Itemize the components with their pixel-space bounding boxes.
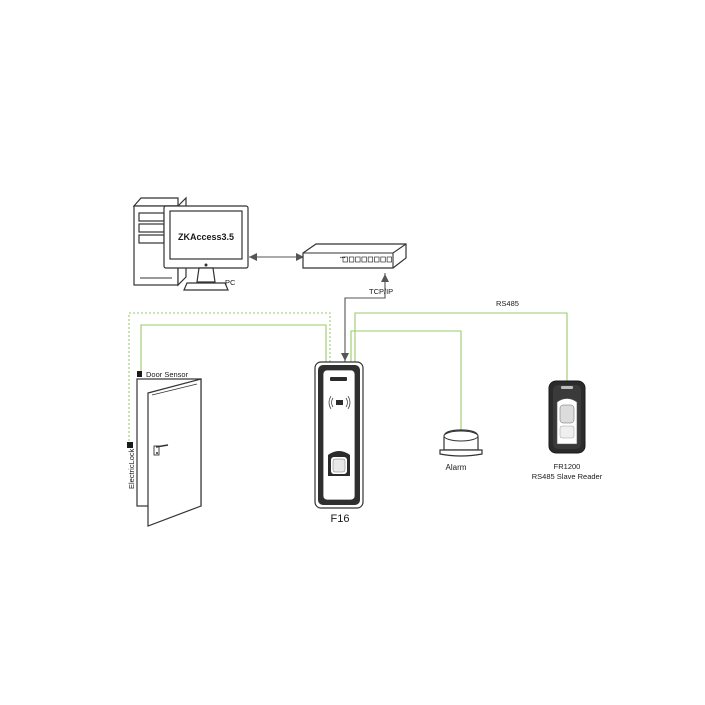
tcp-ip-arrow-down bbox=[341, 353, 349, 361]
switch-port bbox=[367, 256, 374, 263]
switch-brand-mark: ▪▪▪ bbox=[340, 255, 346, 261]
pc-arrow bbox=[249, 253, 257, 261]
f16-label: F16 bbox=[331, 513, 350, 525]
electric-lock bbox=[127, 442, 133, 448]
alarm-label: Alarm bbox=[446, 463, 467, 472]
network-switch: ▪▪▪ bbox=[302, 243, 407, 269]
rfid-icon bbox=[328, 395, 351, 410]
fr1200-reader: FR1200 RS485 Slave Reader bbox=[532, 380, 603, 481]
fr1200-led bbox=[561, 386, 573, 389]
fr1200-role-label: RS485 Slave Reader bbox=[532, 472, 603, 481]
pc-label: PC bbox=[225, 278, 236, 287]
switch-ports bbox=[342, 256, 392, 263]
wiring bbox=[128, 253, 568, 442]
switch-port bbox=[355, 256, 361, 263]
door: Door Sensor ElectricLock bbox=[127, 370, 202, 527]
tcp-ip-cable bbox=[344, 273, 386, 362]
switch-port bbox=[380, 256, 386, 263]
switch-port bbox=[386, 256, 392, 263]
tcp-ip-arrow-up bbox=[381, 274, 389, 282]
fr1200-model-label: FR1200 bbox=[554, 462, 581, 471]
rs485-wire bbox=[354, 312, 568, 381]
f16-led-bar bbox=[330, 377, 347, 381]
door-sensor bbox=[137, 371, 142, 377]
door-handle bbox=[153, 445, 160, 456]
alarm-wire bbox=[350, 330, 462, 432]
fingerprint-sensor bbox=[328, 451, 350, 476]
door-sensor-label: Door Sensor bbox=[146, 370, 189, 379]
alarm: Alarm bbox=[439, 429, 483, 472]
switch-port bbox=[374, 256, 380, 263]
switch-port bbox=[342, 256, 348, 263]
electric-lock-label: ElectricLock bbox=[127, 448, 136, 489]
switch-port bbox=[361, 256, 367, 263]
pc-monitor: ZKAccess3.5 bbox=[163, 205, 249, 291]
switch-arrow bbox=[296, 253, 304, 261]
pc-screen-text: ZKAccess3.5 bbox=[178, 232, 234, 242]
pc: ZKAccess3.5 PC bbox=[132, 196, 249, 291]
door-sensor-wire bbox=[140, 324, 327, 371]
f16-controller: F16 bbox=[314, 361, 364, 525]
tcp-ip-label: TCP/IP bbox=[369, 287, 393, 296]
switch-port bbox=[348, 256, 355, 263]
electric-lock-wire bbox=[128, 312, 331, 442]
rs485-label: RS485 bbox=[496, 299, 519, 308]
